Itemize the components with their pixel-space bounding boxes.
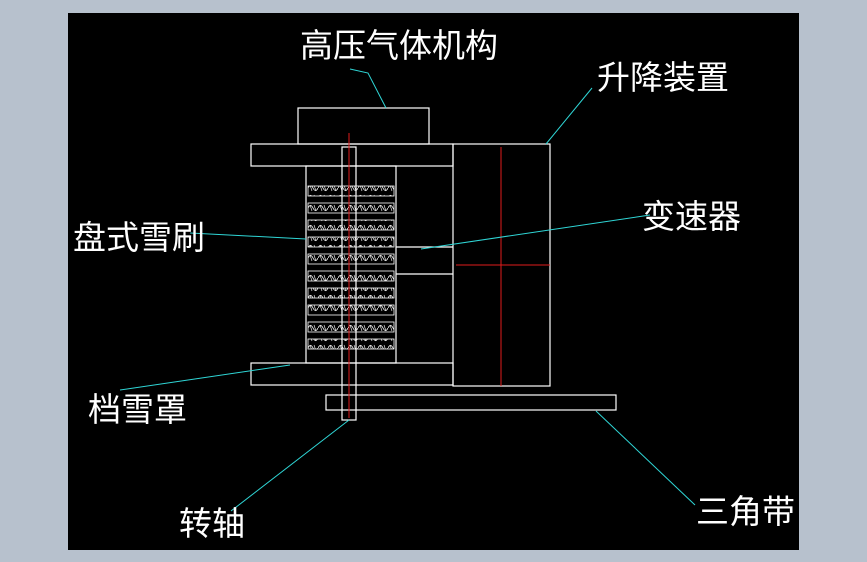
brush-rows xyxy=(307,185,395,350)
leader-snow-guard xyxy=(119,364,291,391)
label-lifting-device: 升降装置 xyxy=(597,58,729,97)
label-v-belt: 三角带 xyxy=(696,492,795,531)
lower-plate xyxy=(250,362,454,386)
label-snow-guard: 档雪罩 xyxy=(88,390,187,429)
mechanism-drawing: 高压气体机构 升降装置 变速器 盘式雪刷 档雪罩 转轴 三角带 xyxy=(73,26,795,543)
leader-shaft xyxy=(230,419,350,512)
label-shaft: 转轴 xyxy=(179,504,245,543)
label-disc-brush: 盘式雪刷 xyxy=(73,218,205,257)
belt-bar xyxy=(325,394,617,411)
leader-high-pressure-gas xyxy=(349,68,387,109)
cad-viewport[interactable]: 高压气体机构 升降装置 变速器 盘式雪刷 档雪罩 转轴 三角带 xyxy=(68,13,799,550)
leader-v-belt xyxy=(595,410,696,506)
leader-disc-brush xyxy=(189,232,307,240)
leader-gearbox xyxy=(420,214,651,250)
label-high-pressure-gas: 高压气体机构 xyxy=(300,26,498,65)
label-gearbox: 变速器 xyxy=(642,197,741,236)
gas-unit-block xyxy=(297,107,430,145)
leader-lifting-device xyxy=(545,87,593,145)
